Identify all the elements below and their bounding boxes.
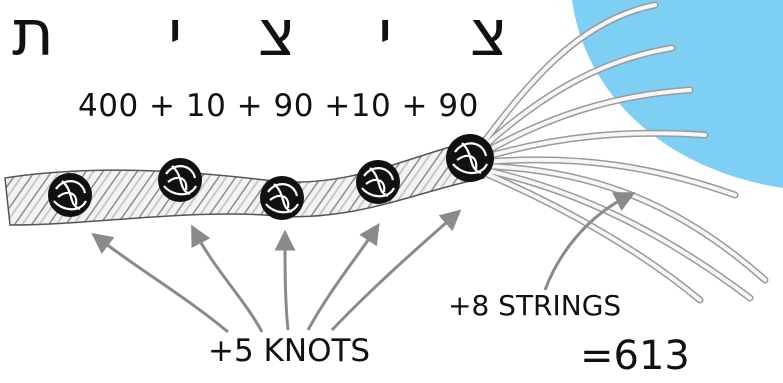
total-label: =613 bbox=[580, 333, 690, 379]
hebrew-letter: ת bbox=[12, 0, 55, 71]
hebrew-letter: י bbox=[378, 0, 393, 71]
knot bbox=[48, 173, 92, 217]
strings-label: +8 STRINGS bbox=[448, 289, 622, 322]
arrow-knot-2 bbox=[191, 224, 264, 333]
hebrew-letter: צ bbox=[470, 0, 508, 71]
hebrew-letter: צ bbox=[258, 0, 296, 71]
strings bbox=[474, 1, 769, 304]
knot-arrows bbox=[91, 209, 462, 334]
knot bbox=[260, 176, 304, 220]
gematria-sum: 400 + 10 + 90 +10 + 90 bbox=[78, 88, 479, 124]
arrow-strings bbox=[543, 192, 636, 291]
knot bbox=[356, 160, 400, 204]
knot bbox=[158, 158, 202, 202]
arrow-knot-1 bbox=[91, 232, 229, 334]
knots-label: +5 KNOTS bbox=[208, 333, 371, 369]
arrow-knot-3 bbox=[274, 229, 296, 331]
hebrew-letter: י bbox=[168, 0, 183, 71]
arrow-knot-5 bbox=[330, 209, 462, 332]
knot bbox=[446, 134, 494, 182]
arrow-knot-4 bbox=[306, 223, 380, 331]
